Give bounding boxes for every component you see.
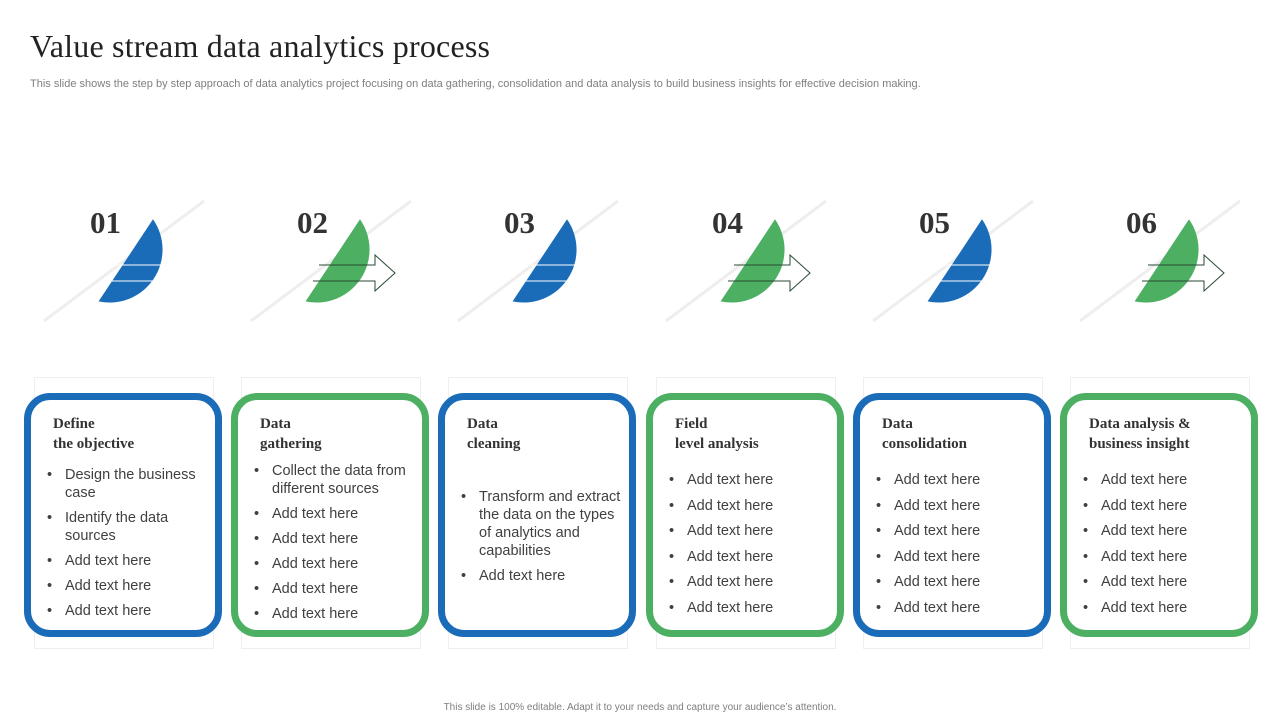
bullet-item: Add text here xyxy=(667,522,829,540)
bullet-item: Add text here xyxy=(1081,599,1243,617)
pie-wedge xyxy=(512,219,577,303)
bullet-item: Add text here xyxy=(1081,471,1243,489)
bullet-item: Design the business case xyxy=(45,466,207,502)
step-card: Data gatheringCollect the data from diffe… xyxy=(231,393,429,637)
pie-segment-icon xyxy=(43,199,205,323)
step-number: 02 xyxy=(297,205,328,240)
bullet-item: Add text here xyxy=(667,573,829,591)
step-title-line: Data xyxy=(260,416,291,432)
slide-title: Value stream data analytics process xyxy=(30,28,491,64)
arrow-right-icon xyxy=(728,253,811,293)
bullet-list: Design the business caseIdentify the dat… xyxy=(45,466,207,627)
step-title: Data cleaning xyxy=(467,414,520,454)
bullet-list: Collect the data from different sourcesA… xyxy=(252,462,414,630)
pie-segment-icon xyxy=(250,199,412,323)
step-title: Data consolidation xyxy=(882,414,967,454)
bullet-list: Add text hereAdd text hereAdd text hereA… xyxy=(667,471,829,625)
step-title-line: Data xyxy=(467,416,498,432)
bullet-list: Add text hereAdd text hereAdd text hereA… xyxy=(874,471,1036,625)
bullet-item: Add text here xyxy=(667,497,829,515)
pie-segment-icon xyxy=(1079,199,1241,323)
bullet-item: Add text here xyxy=(45,552,207,570)
bullet-item: Add text here xyxy=(252,505,414,523)
bullet-item: Collect the data from different sources xyxy=(252,462,414,498)
step-card: Data cleaningTransform and extract the da… xyxy=(438,393,636,637)
arrow-right-icon xyxy=(935,253,1018,293)
step-number: 01 xyxy=(90,205,121,240)
pie-wedge xyxy=(927,219,992,303)
bullet-list: Add text hereAdd text hereAdd text hereA… xyxy=(1081,471,1243,625)
step-card: Define the objectiveDesign the business c… xyxy=(24,393,222,637)
bullet-list: Transform and extract the data on the ty… xyxy=(459,488,621,592)
bullet-item: Add text here xyxy=(667,599,829,617)
step-title: Define the objective xyxy=(53,414,134,454)
step-5: 05DataconsolidationAdd text hereAdd text… xyxy=(853,0,1053,720)
step-title-line: Field xyxy=(675,416,708,432)
pie-wedge xyxy=(720,219,785,303)
step-title-line: Define xyxy=(53,416,95,432)
pie-wedge xyxy=(305,219,370,303)
arrow-right-icon xyxy=(313,253,396,293)
pie-segment-icon xyxy=(872,199,1034,323)
step-title-line: Data xyxy=(882,416,913,432)
bullet-item: Add text here xyxy=(1081,522,1243,540)
step-card: Data analysis & business insightAdd text … xyxy=(1060,393,1258,637)
step-title: Data analysis & business insight xyxy=(1089,414,1191,454)
step-title-line: the objective xyxy=(53,436,135,452)
step-title-line: consolidation xyxy=(882,436,968,452)
bullet-item: Transform and extract the data on the ty… xyxy=(459,488,621,560)
footer-note: This slide is 100% editable. Adapt it to… xyxy=(443,702,837,713)
step-number: 04 xyxy=(712,205,743,240)
pie-segment-icon xyxy=(665,199,827,323)
bullet-item: Add text here xyxy=(874,599,1036,617)
bullet-item: Identify the data sources xyxy=(45,509,207,545)
step-number: 03 xyxy=(504,205,535,240)
arrow-right-icon xyxy=(1142,253,1225,293)
bullet-item: Add text here xyxy=(874,548,1036,566)
pie-wedge xyxy=(1134,219,1199,303)
pie-wedge xyxy=(98,219,163,303)
step-title-line: business insight xyxy=(1089,436,1190,452)
bullet-item: Add text here xyxy=(874,522,1036,540)
arrow-right-icon xyxy=(520,253,603,293)
step-number: 05 xyxy=(919,205,950,240)
bullet-item: Add text here xyxy=(45,602,207,620)
step-title: Field level analysis xyxy=(675,414,759,454)
bullet-item: Add text here xyxy=(1081,497,1243,515)
bullet-item: Add text here xyxy=(252,580,414,598)
bullet-item: Add text here xyxy=(459,567,621,585)
bullet-item: Add text here xyxy=(252,605,414,623)
bullet-item: Add text here xyxy=(667,471,829,489)
bullet-item: Add text here xyxy=(874,497,1036,515)
bullet-item: Add text here xyxy=(874,471,1036,489)
step-card: DataconsolidationAdd text hereAdd text h… xyxy=(853,393,1051,637)
bullet-item: Add text here xyxy=(252,530,414,548)
bullet-item: Add text here xyxy=(252,555,414,573)
slide-subtitle: This slide shows the step by step approa… xyxy=(30,78,921,90)
bullet-item: Add text here xyxy=(1081,548,1243,566)
bullet-item: Add text here xyxy=(45,577,207,595)
step-title-line: Data analysis & xyxy=(1089,416,1191,432)
step-title-line: gathering xyxy=(260,436,322,452)
step-title: Data gathering xyxy=(260,414,322,454)
step-title-line: cleaning xyxy=(467,436,521,452)
bullet-item: Add text here xyxy=(1081,573,1243,591)
pie-segment-icon xyxy=(457,199,619,323)
bullet-item: Add text here xyxy=(874,573,1036,591)
step-number: 06 xyxy=(1126,205,1157,240)
arrow-right-icon xyxy=(106,253,189,293)
bullet-item: Add text here xyxy=(667,548,829,566)
step-title-line: level analysis xyxy=(675,436,759,452)
